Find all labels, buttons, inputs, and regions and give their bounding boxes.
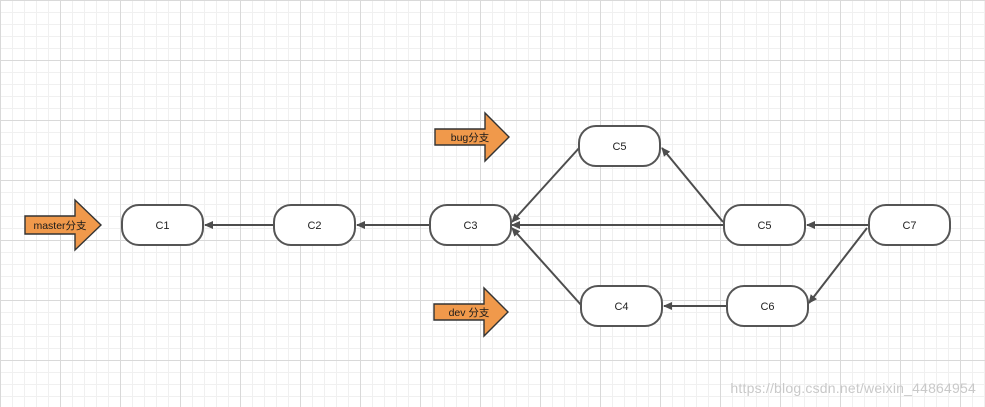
commit-node-c7: C7 [868, 204, 951, 246]
branch-label-master: master分支 [33, 220, 87, 232]
edge-c5-top-to-c3 [511, 146, 581, 223]
commit-label: C1 [155, 220, 169, 232]
branch-label-dev: dev 分支 [449, 307, 490, 319]
commit-node-c4: C4 [580, 285, 663, 327]
commit-label: C5 [757, 220, 771, 232]
edge-c4-to-c3 [511, 227, 583, 307]
edge-c7-to-c6 [808, 227, 868, 304]
branch-pointer-master: master分支 [24, 198, 103, 252]
commit-label: C2 [307, 220, 321, 232]
commit-node-c2: C2 [273, 204, 356, 246]
branch-pointer-dev: dev 分支 [433, 286, 509, 338]
commit-node-c3: C3 [429, 204, 512, 246]
commit-label: C4 [614, 301, 628, 313]
commit-label: C3 [463, 220, 477, 232]
edge-c5-mid-to-c5-top [661, 147, 724, 223]
commit-label: C5 [612, 141, 626, 153]
commit-label: C6 [760, 301, 774, 313]
branch-pointer-bug: bug分支 [434, 111, 510, 163]
commit-node-c6: C6 [726, 285, 809, 327]
watermark-text: https://blog.csdn.net/weixin_44864954 [730, 380, 976, 396]
commit-node-c5-mid: C5 [723, 204, 806, 246]
commit-label: C7 [902, 220, 916, 232]
commit-node-c1: C1 [121, 204, 204, 246]
branch-label-bug: bug分支 [451, 132, 490, 144]
edges [204, 146, 869, 310]
commit-node-c5-top: C5 [578, 125, 661, 167]
